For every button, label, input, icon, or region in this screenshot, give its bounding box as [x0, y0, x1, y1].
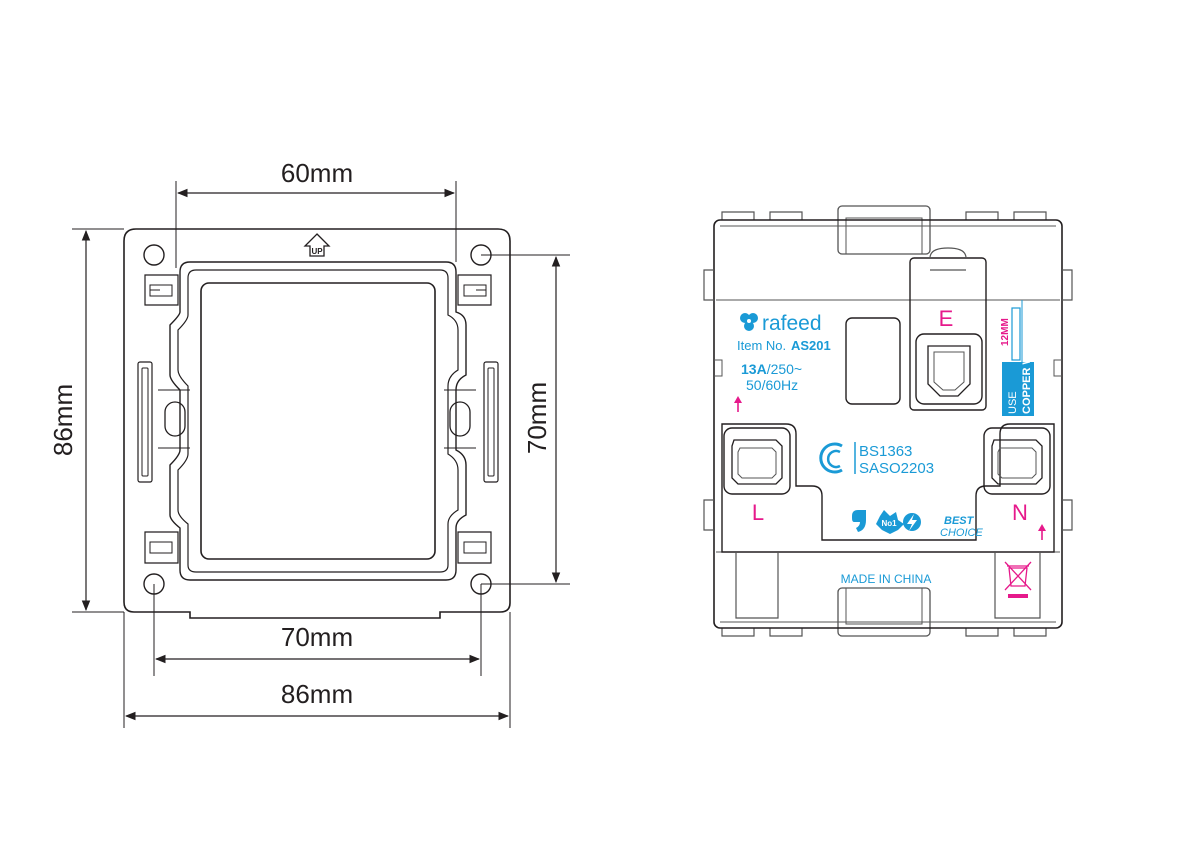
dim-top-label: 60mm	[281, 158, 353, 188]
origin-label: MADE IN CHINA	[841, 572, 932, 586]
socket-back-view: rafeed Item No. AS201 13A/250~ 50/60Hz E…	[703, 205, 1073, 637]
lightning-icon	[903, 513, 921, 531]
standard-saso: SASO2203	[859, 460, 934, 477]
item-label: Item No.	[737, 338, 786, 353]
screw-slot-right	[449, 401, 471, 437]
dimension-right: 70mm	[481, 254, 570, 585]
wire-type-label: COPPER WIRE	[1021, 336, 1033, 414]
earth-pin-aperture	[845, 317, 901, 405]
side-slot-left-inner	[141, 367, 149, 477]
item-number: AS201	[791, 338, 831, 353]
earth-label: E	[939, 306, 954, 331]
side-slot-right	[483, 361, 499, 483]
dim-bottom-outer-label: 86mm	[281, 679, 353, 709]
copper-wire-label: USE COPPER WIRE 12MM	[1000, 300, 1034, 416]
side-slot-left	[137, 361, 153, 483]
frame-outline	[123, 228, 511, 619]
dimension-bottom-inner: 70mm	[153, 584, 482, 676]
saso-logo-icon	[819, 442, 843, 474]
mounting-hole-tl	[143, 244, 165, 266]
dim-bottom-inner-label: 70mm	[281, 622, 353, 652]
wire-use-label: USE	[1007, 391, 1019, 414]
dimension-bottom-outer: 86mm	[123, 612, 511, 728]
clip-bl	[144, 531, 179, 564]
neutral-label: N	[1012, 500, 1028, 525]
dimension-left: 86mm	[48, 228, 124, 613]
cutout-window	[200, 282, 436, 560]
rating-freq: 50/60Hz	[746, 377, 798, 393]
side-slot-right-inner	[487, 367, 495, 477]
earth-terminal	[909, 247, 987, 411]
up-mark-label: UP	[311, 247, 323, 256]
socket-body	[713, 219, 1063, 629]
brand-name: rafeed	[762, 312, 822, 335]
rating-line-1: 13A/250~	[741, 361, 802, 377]
live-terminal	[723, 427, 791, 495]
up-arrow-icon: UP	[303, 233, 331, 257]
best-line-2: CHOICE	[940, 527, 983, 539]
inner-frame-outer	[169, 261, 467, 581]
live-label: L	[752, 500, 764, 525]
certification-marks: No1	[852, 510, 904, 534]
strip-length-label: 12MM	[1000, 318, 1011, 346]
best-line-1: BEST	[944, 515, 975, 527]
screw-slot-left	[164, 401, 186, 437]
weee-bin-icon	[1004, 561, 1032, 598]
inner-frame-mid	[177, 269, 459, 573]
clip-br	[457, 531, 492, 564]
neutral-terminal	[983, 427, 1051, 495]
dim-left-label: 86mm	[48, 384, 78, 456]
arrow-up-icon	[734, 396, 1046, 540]
mounting-frame-view: UP 60mm 86mm 70mm 70mm	[48, 158, 570, 728]
rafeed-logo-icon	[740, 313, 758, 331]
no1-badge: No1	[881, 519, 897, 528]
dimension-top: 60mm	[175, 158, 457, 268]
standard-bs: BS1363	[859, 443, 912, 460]
clip-tr	[457, 274, 492, 306]
clip-tl	[144, 274, 179, 306]
dim-right-label: 70mm	[522, 382, 552, 454]
